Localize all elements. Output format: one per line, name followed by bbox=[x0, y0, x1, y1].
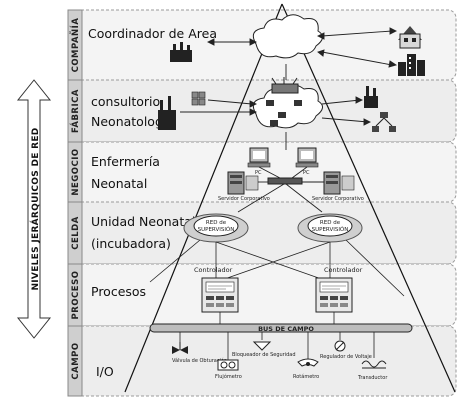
supervision-label-left-line1: RED de bbox=[206, 220, 227, 226]
pc-icon-right bbox=[295, 147, 319, 168]
server-label-left: Servidor Corporativo bbox=[218, 196, 270, 202]
device-label-flowmeter: Flujómetro bbox=[215, 373, 242, 380]
label-celda-line2: (incubadora) bbox=[91, 236, 171, 251]
factory-icon bbox=[170, 42, 192, 62]
server-icon-left bbox=[227, 171, 259, 195]
supervision-label-right-line2: SUPERVISIÓN bbox=[312, 226, 349, 233]
supervision-label-right-line1: RED de bbox=[320, 220, 341, 226]
hierarchy-axis-arrow: NIVELES JERÁRQUICOS DE RED bbox=[16, 79, 52, 339]
hierarchy-icon bbox=[372, 112, 396, 132]
supervision-label-left-line2: SUPERVISIÓN bbox=[198, 226, 235, 233]
cloud-icon bbox=[252, 14, 323, 59]
server-grid-icon bbox=[191, 91, 206, 106]
server-icon-right bbox=[323, 171, 355, 195]
device-label-transducer: Transductor bbox=[357, 375, 388, 381]
valve-icon bbox=[172, 342, 188, 354]
transducer-icon bbox=[361, 360, 387, 369]
field-bus-label: BUS DE CAMPO bbox=[258, 325, 314, 333]
level-tag-campo: CAMPO bbox=[71, 342, 81, 379]
switch-icon bbox=[267, 177, 303, 185]
rotameter-icon bbox=[297, 358, 319, 367]
level-tag-compania: COMPAÑÍA bbox=[69, 18, 81, 73]
factory-icon bbox=[158, 96, 176, 130]
device-label-rotameter: Rotámetro bbox=[293, 373, 319, 380]
flowmeter-icon bbox=[217, 359, 239, 371]
level-tag-celda: CELDA bbox=[71, 216, 81, 250]
level-tag-negocio: NEGOCIO bbox=[71, 148, 81, 195]
level-band-celda bbox=[67, 201, 457, 265]
pc-label-left: PC bbox=[255, 170, 262, 176]
fabrica-content bbox=[158, 77, 396, 150]
cloud-icon bbox=[252, 84, 323, 129]
celda-content: RED de SUPERVISIÓN RED de SUPERVISIÓN bbox=[149, 213, 405, 297]
label-compania: Coordinador de Area bbox=[88, 26, 217, 41]
level-tag-fabrica: FÁBRICA bbox=[69, 89, 81, 133]
level-tag-proceso: PROCESO bbox=[71, 271, 81, 320]
safety-lock-icon bbox=[252, 341, 272, 351]
label-proceso: Procesos bbox=[91, 284, 146, 299]
pc-label-right: PC bbox=[303, 170, 310, 176]
level-labels: Coordinador de Area consultorio Neonatol… bbox=[88, 26, 217, 379]
label-fabrica-line2: Neonatología bbox=[91, 114, 174, 129]
negocio-content: PC PC Servidor Corporativo Servidor Corp… bbox=[218, 147, 364, 213]
label-fabrica-line1: consultorio bbox=[91, 94, 160, 109]
field-bus: BUS DE CAMPO bbox=[149, 323, 413, 333]
city-buildings-icon bbox=[398, 54, 425, 76]
controller-label-right: Controlador bbox=[324, 266, 363, 274]
controller-icon-right bbox=[315, 277, 353, 313]
proceso-content: Controlador Controlador bbox=[194, 266, 363, 324]
label-negocio-line2: Neonatal bbox=[91, 176, 147, 191]
label-celda-line1: Unidad Neonatal bbox=[91, 214, 195, 229]
controller-label-left: Controlador bbox=[194, 266, 233, 274]
campo-content: BUS DE CAMPO Válvula de Obturación Bloqu… bbox=[149, 323, 413, 381]
device-label-valve: Válvula de Obturación bbox=[172, 357, 227, 364]
pc-icon-left bbox=[247, 147, 271, 168]
server-label-right: Servidor Corporativo bbox=[312, 196, 364, 202]
device-label-safety: Bloqueador de Seguridad bbox=[232, 352, 296, 358]
label-campo: I/O bbox=[96, 364, 114, 379]
network-node-icon bbox=[266, 100, 302, 126]
label-negocio-line1: Enfermería bbox=[91, 154, 160, 169]
building-icon bbox=[398, 26, 422, 49]
supervision-network-right: RED de SUPERVISIÓN bbox=[297, 213, 363, 243]
router-icon bbox=[271, 77, 299, 94]
compania-content bbox=[170, 14, 425, 80]
device-label-voltage: Regulador de Voltaje bbox=[320, 354, 372, 360]
voltage-regulator-icon bbox=[334, 340, 346, 352]
supervision-network-left: RED de SUPERVISIÓN bbox=[183, 213, 249, 243]
axis-label: NIVELES JERÁRQUICOS DE RED bbox=[29, 127, 41, 290]
level-tag-column: COMPAÑÍA FÁBRICA NEGOCIO CELDA PROCESO C… bbox=[67, 9, 83, 397]
factory-icon bbox=[364, 86, 378, 108]
controller-icon-left bbox=[201, 277, 239, 313]
